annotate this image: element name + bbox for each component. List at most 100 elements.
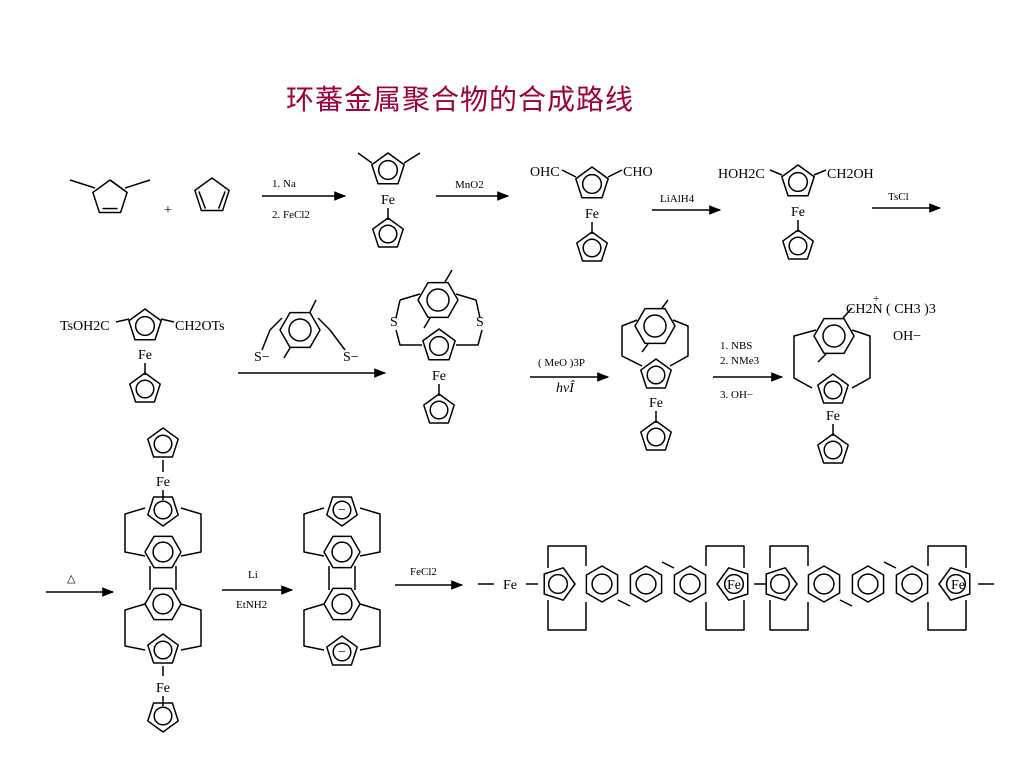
substituent-label: CHO [623, 165, 653, 180]
interring-bridge [839, 599, 853, 607]
aromatic-circle [426, 288, 450, 312]
cyclopentadienyl-ring [781, 164, 815, 197]
bridge-line [547, 545, 587, 568]
aromatic-circle [591, 573, 613, 595]
aromatic-circle [723, 573, 745, 595]
cyclopentadienyl-ring [817, 433, 849, 464]
bond-line [115, 318, 130, 323]
counterion-label: OH− [893, 329, 921, 344]
substituent-label: TsOH2C [60, 319, 110, 334]
thiolate-label: S− [254, 350, 270, 365]
bridge-line [124, 507, 146, 557]
bridge-line [793, 329, 817, 389]
aromatic-circle [788, 236, 808, 256]
benzene-ring [279, 311, 321, 349]
bond-line [317, 317, 331, 331]
bridge-line [621, 319, 643, 367]
bridge-line [547, 600, 587, 631]
aromatic-circle [582, 238, 602, 258]
cyclopentadienyl-ring [575, 166, 609, 199]
plus-sign: + [164, 203, 172, 218]
bond-line [124, 179, 151, 189]
cyclopentadienyl-ring [817, 373, 849, 404]
bridge-line [851, 329, 871, 389]
aromatic-circle [135, 379, 155, 399]
bridge-line [927, 600, 967, 631]
page-title: 环蕃金属聚合物的合成路线 [285, 83, 634, 116]
aromatic-circle [581, 173, 603, 195]
cyclopentadienyl-ring [423, 393, 455, 424]
fe-label: Fe [503, 578, 517, 593]
bond-line [561, 169, 577, 178]
aromatic-circle [153, 500, 173, 520]
aromatic-circle [679, 573, 701, 595]
cyclopentadienyl-ring [576, 231, 608, 262]
fe-label: Fe [381, 193, 395, 208]
fe-label: Fe [432, 369, 446, 384]
bridge-line [303, 507, 325, 557]
aromatic-circle [153, 434, 173, 454]
bond-line [403, 152, 421, 164]
bridge-line [180, 507, 202, 557]
bond-line [607, 169, 623, 178]
bridge-line [395, 329, 422, 346]
benzene-ring [629, 565, 663, 603]
bridge-line [359, 603, 381, 651]
cyclopentadienyl-ring [326, 635, 358, 666]
reagent-label: 1. NBS [720, 340, 752, 352]
aromatic-circle [429, 400, 449, 420]
cyclopentadienyl-ring [716, 567, 749, 601]
aromatic-circle [945, 573, 967, 595]
reagent-label: 2. NMe3 [720, 355, 760, 367]
cyclopentadiene-ring [194, 177, 230, 212]
fe-label: Fe [826, 409, 840, 424]
bridge-line [705, 545, 745, 568]
aromatic-circle [428, 335, 450, 357]
fe-label: Fe [727, 578, 741, 593]
aromatic-circle [823, 440, 843, 460]
bond-line [309, 299, 317, 313]
reagent-label: Li [248, 569, 258, 581]
aromatic-circle [822, 324, 846, 348]
aromatic-circle [153, 706, 173, 726]
charge-label: − [338, 503, 346, 518]
reagent-label: EtNH2 [236, 599, 267, 611]
cyclopentadienyl-ring [129, 372, 161, 403]
benzene-ring [673, 565, 707, 603]
benzene-ring [144, 587, 182, 621]
benzene-ring [851, 565, 885, 603]
benzene-ring [807, 565, 841, 603]
aromatic-circle [331, 593, 353, 615]
cyclopentadienyl-ring [938, 567, 971, 601]
benzene-ring [144, 535, 182, 569]
interring-bridge [883, 561, 897, 569]
aromatic-circle [901, 573, 923, 595]
aromatic-circle [787, 171, 809, 193]
bond-line [160, 318, 175, 323]
fe-label: Fe [138, 348, 152, 363]
bond-line [329, 329, 346, 351]
aromatic-circle [813, 573, 835, 595]
bridge-line [769, 600, 809, 631]
aromatic-circle [134, 315, 156, 337]
bridge-line [456, 329, 483, 346]
fe-label: Fe [791, 205, 805, 220]
bond-line [444, 269, 453, 283]
fe-label: Fe [585, 207, 599, 222]
bridge-line [475, 299, 481, 319]
reagent-label: TsCl [888, 191, 909, 203]
cyclopentadienyl-ring [640, 420, 672, 451]
bond-line [661, 299, 669, 309]
aromatic-circle [331, 541, 353, 563]
aromatic-circle [332, 500, 352, 520]
aromatic-circle [769, 573, 791, 595]
bond-line [357, 152, 373, 164]
aromatic-circle [857, 573, 879, 595]
aromatic-circle [378, 224, 398, 244]
cyclopentadienyl-ring [147, 496, 179, 527]
interring-bridge [661, 561, 675, 569]
aromatic-circle [152, 593, 174, 615]
bond-line [399, 293, 421, 301]
aromatic-circle [153, 640, 173, 660]
aromatic-circle [547, 573, 569, 595]
